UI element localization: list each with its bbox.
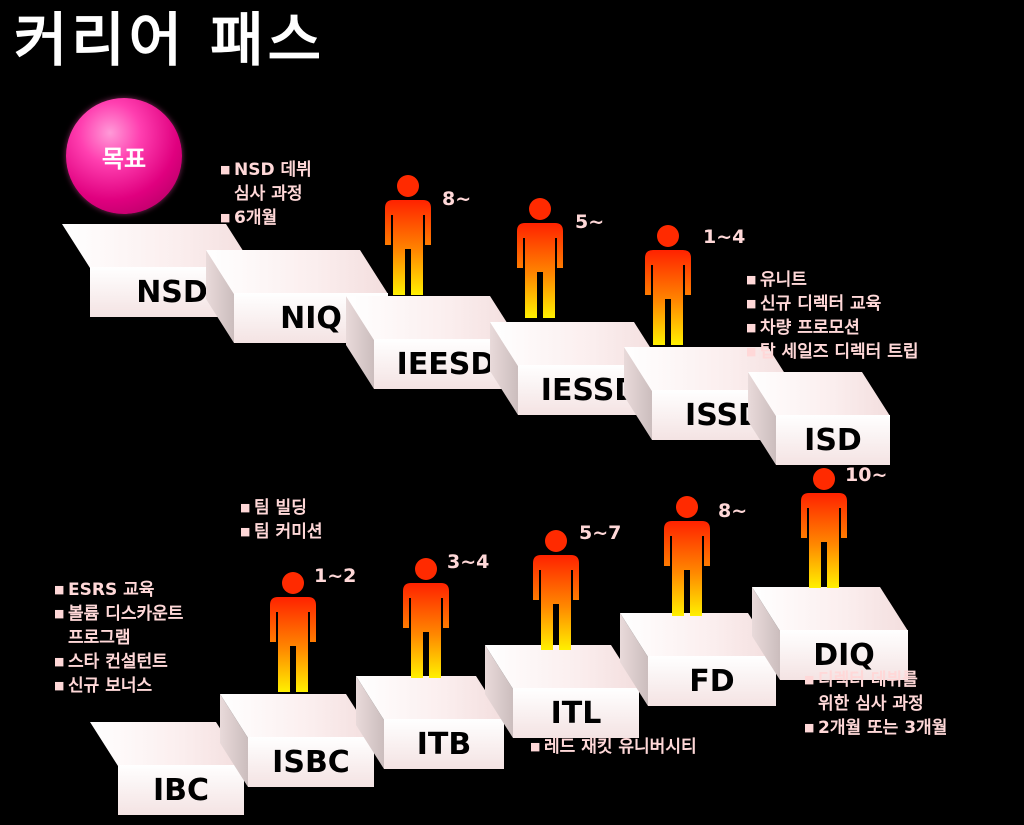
person-icon [664,496,710,616]
note-text: 유니트 [760,270,807,290]
goal-circle: 목표 [66,98,182,214]
note-text: 볼륨 디스카운트 [68,604,184,624]
step-label: ISBC [248,737,374,787]
step-label: IBC [118,765,244,815]
count-diq: 10~ [845,464,888,486]
person-icon [403,558,449,678]
notes-isbc: ■팀 빌딩 ■팀 커미션 [240,498,323,542]
step-label: ITB [384,719,504,769]
notes-diq: ■디렉터 데뷔를 위한 심사 과정 ■2개월 또는 3개월 [804,670,948,738]
note-text: NSD 데뷔 [234,160,312,180]
count-ieesd: 8~ [442,188,472,210]
note-text: 6개월 [234,208,278,228]
step-label: FD [648,656,776,706]
person-icon [645,225,691,345]
step-label: ISD [776,415,890,465]
step-label: ITL [513,688,639,738]
note-text: 2개월 또는 3개월 [818,718,948,738]
notes-itl: ■레드 재킷 유니버시티 [530,737,697,757]
page-title: 커리어 패스 [14,6,325,74]
note-text: 탑 세일즈 디렉터 트립 [760,342,919,362]
notes-ibc: ■ESRS 교육 ■볼륨 디스카운트 프로그램 ■스타 컨설턴트 ■신규 보너스 [54,580,184,696]
note-text: 위한 심사 과정 [818,694,924,714]
notes-isd: ■유니트 ■신규 디렉터 교육 ■차량 프로모션 ■탑 세일즈 디렉터 트립 [746,270,919,362]
note-text: 프로그램 [68,628,131,648]
note-text: 차량 프로모션 [760,318,860,338]
person-icon [270,572,316,692]
note-text: 레드 재킷 유니버시티 [544,737,697,757]
note-text: 팀 빌딩 [254,498,307,518]
note-text: 심사 과정 [234,184,303,204]
person-icon [517,198,563,318]
count-iessd: 5~ [575,211,605,233]
person-icon [385,175,431,295]
notes-niq: ■NSD 데뷔 심사 과정 ■6개월 [220,160,312,228]
count-issd: 1~4 [703,226,746,248]
note-text: ESRS 교육 [68,580,155,600]
count-fd: 8~ [718,500,748,522]
count-itb: 3~4 [447,551,490,573]
count-isbc: 1~2 [314,565,357,587]
note-text: 신규 보너스 [68,676,153,696]
person-icon [801,468,847,588]
person-icon [533,530,579,650]
step-label: DIQ [780,630,908,680]
count-itl: 5~7 [579,522,622,544]
note-text: 디렉터 데뷔를 [818,670,918,690]
note-text: 신규 디렉터 교육 [760,294,882,314]
note-text: 팀 커미션 [254,522,323,542]
note-text: 스타 컨설턴트 [68,652,168,672]
